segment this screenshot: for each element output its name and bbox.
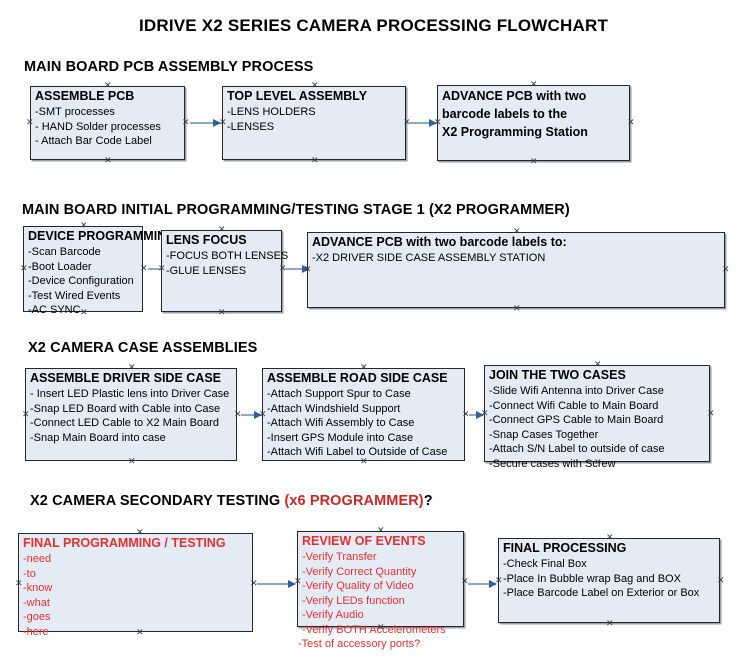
box-line: -Attach S/N Label to outside of case	[489, 443, 665, 455]
box-line: -Scan Barcode	[28, 246, 101, 258]
connector-arrow-top-level-to-advance	[408, 118, 437, 127]
flow-box-join-the-two-cases[interactable]: JOIN THE TWO CASES -Slide Wifi Antenna i…	[484, 365, 710, 470]
flow-box-advance-pcb-to-driver-side-case[interactable]: ADVANCE PCB with two barcode labels to: …	[307, 232, 725, 308]
box-title: ASSEMBLE DRIVER SIDE CASE	[30, 371, 222, 385]
box-title: TOP LEVEL ASSEMBLY	[227, 89, 368, 103]
box-line: -Verify Correct Quantity	[302, 565, 417, 578]
box-line: -Verify Quality of Video	[302, 580, 414, 592]
box-line: -goes	[23, 611, 51, 623]
box-title-line3: X2 Programming Station	[442, 125, 588, 139]
flow-box-lens-focus[interactable]: LENS FOCUS -FOCUS BOTH LENSES -GLUE LENS…	[161, 230, 289, 312]
flow-box-review-of-events[interactable]: REVIEW OF EVENTS -Verify Transfer -Verif…	[297, 531, 464, 650]
box-line: -LENS HOLDERS	[227, 106, 316, 118]
box-line: -Connect LED Cable to X2 Main Board	[30, 417, 219, 429]
box-line: -Boot Loader	[28, 260, 92, 273]
flow-box-device-programming[interactable]: DEVICE PROGRAMMING -Scan Barcode -Boot L…	[23, 226, 176, 316]
box-line: -Attach Support Spur to Case	[267, 388, 411, 400]
box-line: -need	[23, 553, 52, 565]
box-line: -AC SYNC	[28, 304, 81, 316]
flow-box-advance-pcb-to-programming-station[interactable]: ADVANCE PCB with two barcode labels to t…	[437, 85, 630, 161]
box-title: REVIEW OF EVENTS	[302, 534, 426, 548]
box-line: -here	[23, 625, 49, 638]
box-line: -Place In Bubble wrap Bag and BOX	[503, 572, 681, 585]
flow-box-assemble-pcb[interactable]: ASSEMBLE PCB -SMT processes - HAND Solde…	[30, 86, 185, 160]
box-line-overflow: -Test of accessory ports?	[298, 638, 421, 650]
box-line: -Snap LED Board with Cable into Case	[30, 402, 221, 415]
box-title: ADVANCE PCB with two	[442, 89, 587, 103]
box-line: -Connect Wifi Cable to Main Board	[489, 399, 659, 412]
flow-box-final-processing[interactable]: FINAL PROCESSING -Check Final Box -Place…	[498, 538, 720, 623]
box-line: - Insert LED Plastic lens into Driver Ca…	[30, 388, 230, 400]
box-line: -Test Wired Events	[28, 289, 121, 302]
box-title-line2: barcode labels to the	[442, 107, 568, 121]
box-line: -to	[23, 567, 36, 580]
flow-box-top-level-assembly[interactable]: TOP LEVEL ASSEMBLY -LENS HOLDERS -LENSES	[222, 86, 406, 160]
box-title: JOIN THE TWO CASES	[489, 368, 626, 382]
box-line: -Verify Audio	[302, 609, 364, 621]
box-title: DEVICE PROGRAMMING	[28, 229, 176, 243]
page-title: IDRIVE X2 SERIES CAMERA PROCESSING FLOWC…	[138, 16, 609, 35]
box-line: -Attach Windshield Support	[267, 402, 401, 415]
box-title: LENS FOCUS	[166, 233, 247, 247]
box-line: -Verify BOTH Accelerometers	[302, 623, 446, 636]
box-title: ASSEMBLE ROAD SIDE CASE	[267, 371, 448, 385]
box-line: -know	[23, 582, 53, 594]
connector-arrow-driver-case-to-road-case	[241, 410, 262, 419]
box-line: - HAND Solder processes	[35, 120, 161, 133]
box-line: -LENSES	[227, 120, 275, 133]
box-line: -Connect GPS Cable to Main Board	[489, 414, 664, 426]
box-line: -X2 DRIVER SIDE CASE ASSEMBLY STATION	[312, 252, 546, 264]
box-line: -FOCUS BOTH LENSES	[166, 250, 289, 262]
flow-box-assemble-driver-side-case[interactable]: ASSEMBLE DRIVER SIDE CASE - Insert LED P…	[25, 368, 237, 461]
box-line: -Device Configuration	[28, 275, 134, 287]
box-title: ASSEMBLE PCB	[35, 89, 135, 103]
box-title: FINAL PROGRAMMING / TESTING	[23, 536, 226, 550]
section-heading-x2-camera-secondary-testing: X2 CAMERA SECONDARY TESTING (x6 PROGRAMM…	[30, 493, 433, 509]
section-heading-main-board-initial-programming: MAIN BOARD INITIAL PROGRAMMING/TESTING S…	[22, 202, 570, 218]
box-line: -Check Final Box	[503, 558, 587, 570]
flow-box-final-programming-testing[interactable]: FINAL PROGRAMMING / TESTING -need -to -k…	[18, 533, 253, 638]
box-line: -Attach Wifi Label to Outside of Case	[267, 446, 448, 458]
section-heading-x2-camera-case-assemblies: X2 CAMERA CASE ASSEMBLIES	[28, 340, 258, 356]
connector-arrow-road-case-to-join-cases	[469, 410, 484, 419]
box-line: -SMT processes	[35, 106, 115, 118]
connector-arrow-review-to-final-processing	[468, 579, 497, 588]
section-heading-suffix: ?	[423, 493, 433, 509]
box-line: -Verify Transfer	[302, 551, 377, 563]
connector-arrow-pcb-to-top-level	[190, 118, 221, 127]
box-line: -Place Barcode Label on Exterior or Box	[503, 587, 700, 599]
box-line: -Secure cases with Screw	[489, 457, 616, 470]
section-heading-red-note: (x6 PROGRAMMER)	[284, 493, 424, 509]
box-title: ADVANCE PCB with two barcode labels to:	[312, 235, 567, 249]
box-line: -Slide Wifi Antenna into Driver Case	[489, 385, 664, 397]
box-line: - Attach Bar Code Label	[35, 135, 152, 147]
flow-box-assemble-road-side-case[interactable]: ASSEMBLE ROAD SIDE CASE -Attach Support …	[262, 368, 465, 461]
section-heading-main-board-pcb-assembly: MAIN BOARD PCB ASSEMBLY PROCESS	[24, 59, 314, 75]
section-heading-text: X2 CAMERA SECONDARY TESTING	[30, 493, 281, 509]
box-line: -Verify LEDs function	[302, 594, 405, 607]
box-line: -Snap Cases Together	[489, 428, 599, 441]
box-line: -Insert GPS Module into Case	[267, 431, 414, 444]
box-line: -GLUE LENSES	[166, 264, 247, 277]
box-line: -what	[23, 596, 50, 609]
box-line: -Attach Wifi Assembly to Case	[267, 417, 415, 429]
connector-arrow-final-programming-to-review	[257, 579, 296, 588]
connector-arrow-lens-focus-to-advance	[285, 264, 310, 273]
box-title: FINAL PROCESSING	[503, 541, 627, 555]
box-line: -Snap Main Board into case	[30, 431, 166, 444]
